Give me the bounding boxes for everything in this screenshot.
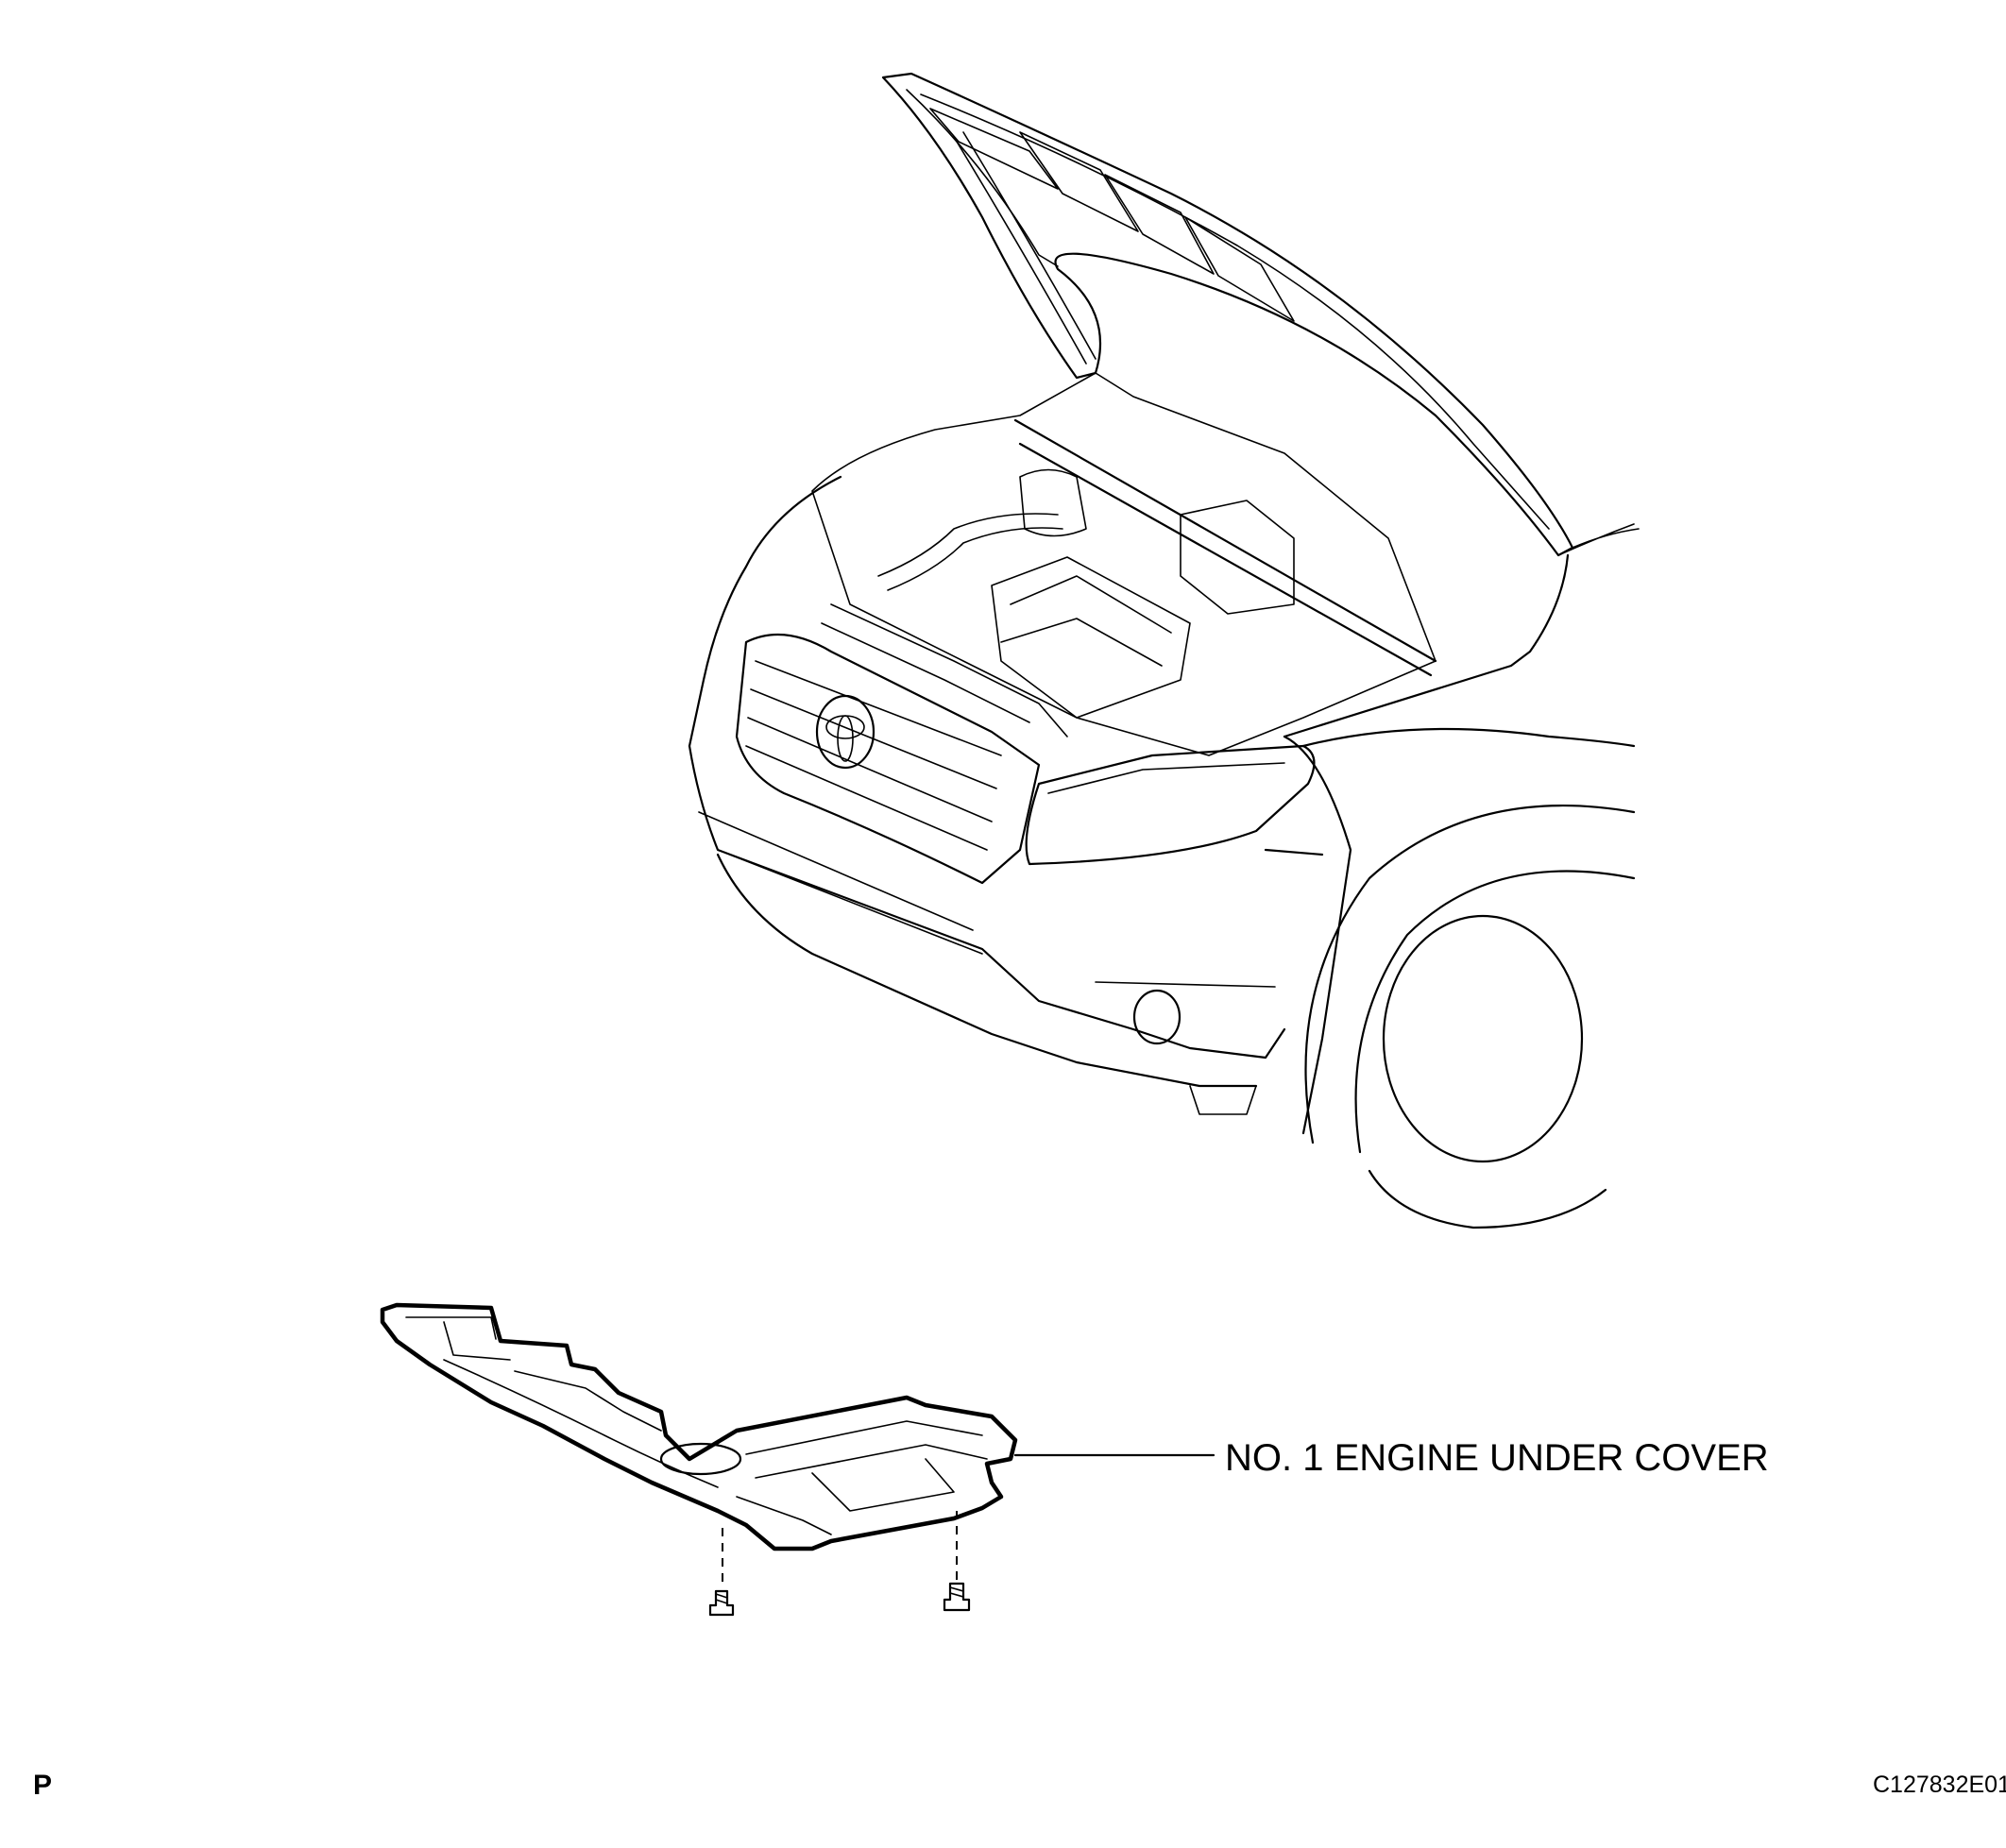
battery [1180,500,1295,615]
under-cover-rib-6 [443,1359,719,1488]
hood-panel-4 [1184,216,1295,322]
fender-arch [1283,735,1352,1135]
hood-panel-1 [929,108,1059,190]
hood-strut [953,131,1096,365]
radiator-support [821,603,1068,738]
reservoir [1019,468,1087,537]
grille-bar-3 [747,717,993,822]
bumper-line-2 [717,849,983,955]
front-wheel [1304,804,1636,1229]
under-cover-rib-1 [405,1316,511,1361]
front-bumper [688,744,1286,1060]
corner-mark: P [33,1770,53,1801]
hood-outline [881,72,1574,557]
engine-under-cover-part [380,1302,1018,1617]
grille-outline [735,633,1041,885]
bumper-vent [1095,981,1276,988]
hood-inner-frame [906,89,1550,530]
bumper-lower [716,853,1258,1088]
hood-panel-2 [1019,131,1139,232]
side-body-line [1264,727,1636,856]
intake-pipe [877,513,1063,591]
grille-bar-1 [755,660,1002,756]
bumper-line-1 [698,811,974,931]
engine-block [991,556,1191,719]
under-cover-rib-4 [811,1458,955,1512]
left-fender [688,475,842,748]
under-cover-rib-5 [736,1496,832,1535]
headlight [1025,744,1316,866]
right-fender-top [1283,553,1570,738]
hood-panel-3 [1104,174,1215,275]
under-cover-outline [380,1302,1018,1551]
chin-spoiler [1189,1085,1257,1115]
toyota-emblem-icon [815,694,876,770]
under-cover-hole [659,1442,742,1476]
under-cover-rib-3 [745,1420,988,1479]
figure-id: C127832E01 [1873,1772,2006,1798]
hood-right-edge [1557,523,1640,556]
fog-light [1132,989,1182,1045]
grille-bar-4 [745,745,988,851]
headlight-inner [1047,762,1285,794]
engine-bay-outline [811,372,1436,756]
bolt-right-icon [943,1582,971,1612]
vehicle-illustration [688,72,1640,1229]
cowl-line [1013,418,1437,677]
bolt-left-icon [708,1589,735,1617]
part-callout-label: NO. 1 ENGINE UNDER COVER [1225,1437,1769,1479]
under-cover-rib-2 [514,1370,662,1432]
